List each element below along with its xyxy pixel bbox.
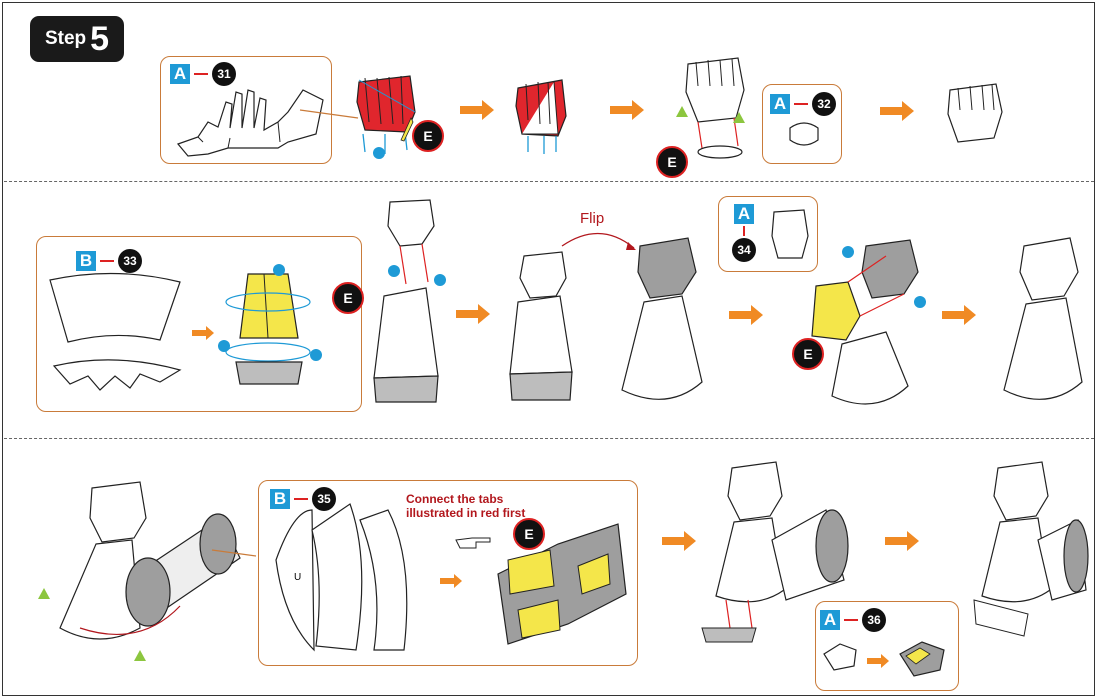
fist-assembly-red-2: [515, 79, 567, 154]
wrist-piece-34: [771, 209, 809, 259]
sheet-letter: A: [770, 94, 790, 114]
fist-complete: [947, 83, 1003, 143]
pointing-hand-icon: [455, 537, 491, 549]
row-divider-1: [4, 181, 1094, 182]
sheet-letter: A: [170, 64, 190, 84]
arm-assembled: [509, 251, 573, 401]
green-marker: [134, 650, 146, 661]
step-word: Step: [44, 28, 87, 49]
instruction-line-2: illustrated in red first: [406, 506, 526, 520]
green-marker: [38, 588, 50, 599]
glue-badge: E: [656, 146, 688, 178]
tag-dash: [844, 619, 858, 621]
glue-badge: E: [792, 338, 824, 370]
part-number: 31: [212, 62, 236, 86]
sheet-letter: B: [76, 251, 96, 271]
sheet-letter: A: [820, 610, 840, 630]
flip-label: Flip: [580, 210, 605, 227]
next-arrow: [729, 305, 763, 325]
fist-assembly-red: [356, 75, 416, 154]
tag-dash: [743, 226, 745, 236]
green-marker: [733, 112, 745, 123]
next-arrow: [456, 304, 490, 324]
tag-part-32: A 32: [770, 92, 836, 116]
tag-part-36: A 36: [820, 608, 886, 632]
tag-dash: [194, 73, 208, 75]
glue-dot: [373, 147, 385, 159]
hand-flat-piece: [176, 89, 324, 157]
tag-part-33: B 33: [76, 249, 142, 273]
glue-badge: E: [412, 120, 444, 152]
sheet-letter: A: [734, 204, 754, 224]
arm-complete: [973, 461, 1089, 637]
arm-with-yellow-wrist: [811, 239, 919, 405]
arm-with-wrist-complete: [1003, 237, 1083, 400]
row-divider-2: [4, 438, 1094, 439]
next-arrow: [610, 100, 644, 120]
next-arrow: [460, 100, 494, 120]
part-number: 35: [312, 487, 336, 511]
glue-badge: E: [513, 518, 545, 550]
callout-pointer: [299, 109, 359, 119]
sheet-letter: B: [270, 489, 290, 509]
next-arrow: [942, 305, 976, 325]
tag-part-31: A 31: [170, 62, 236, 86]
forearm-flat-piece: [49, 272, 182, 391]
fist-with-base: [685, 57, 745, 159]
forearm-assembly-yellow: [225, 273, 311, 385]
svg-text:U: U: [294, 572, 301, 583]
upper-arm-assembly-yellow: [497, 523, 627, 645]
yellow-tab: [400, 117, 414, 142]
tag-part-35: B 35: [270, 487, 336, 511]
next-arrow: [880, 101, 914, 121]
next-arrow-small: [192, 326, 214, 340]
part-number: 32: [812, 92, 836, 116]
elbow-flat-piece: [823, 643, 857, 671]
callout-pointer: [211, 549, 257, 557]
elbow-assembly: [899, 641, 945, 677]
part-number: 33: [118, 249, 142, 273]
arm-with-upper-arm: [701, 461, 849, 643]
step-badge: Step 5: [30, 16, 124, 62]
glue-badge: E: [332, 282, 364, 314]
tag-dash: [294, 498, 308, 500]
part-number: 36: [862, 608, 886, 632]
upper-arm-attach: [59, 481, 241, 640]
arm-with-forearm: [373, 199, 439, 403]
next-arrow-small: [867, 654, 889, 668]
tag-dash: [100, 260, 114, 262]
next-arrow: [662, 531, 696, 551]
base-piece-32: [789, 122, 819, 146]
flip-arrow: [561, 232, 636, 250]
arm-flipped: [621, 237, 703, 400]
step-number: 5: [90, 20, 110, 58]
tag-part-34: A 34: [732, 204, 756, 262]
tag-dash: [794, 103, 808, 105]
instruction-line-1: Connect the tabs: [406, 492, 504, 506]
glue-dots-row2: [218, 246, 926, 361]
part-number: 34: [732, 238, 756, 262]
next-arrow-small: [440, 574, 462, 588]
green-marker: [676, 106, 688, 117]
upper-arm-flat-pieces: U: [275, 503, 408, 652]
next-arrow: [885, 531, 919, 551]
